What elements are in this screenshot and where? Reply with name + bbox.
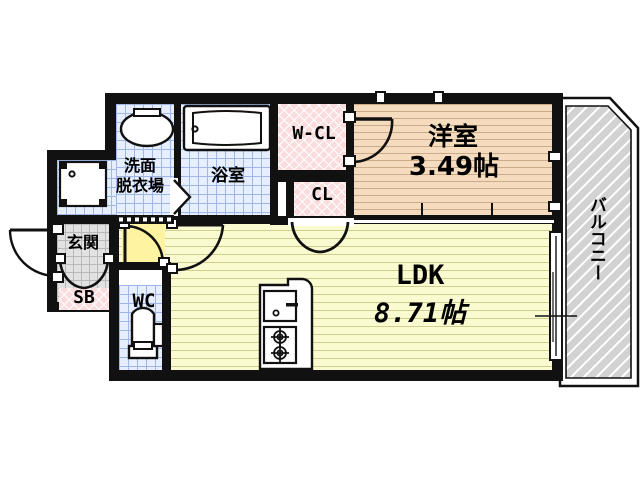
entrance-door[interactable] [2,223,64,288]
wall-west-bath [105,93,116,150]
label-wcl: W-CL [292,123,336,144]
wall-cl-left [286,178,294,224]
wall-wc-east [162,262,171,370]
room-cl [292,180,352,222]
window-ldk-balcony[interactable] [535,231,577,362]
label-yokushitsu: 浴室 [211,166,245,186]
senmen-sliding-door[interactable] [116,214,174,226]
label-senmen-line1: 洗面 [123,156,156,175]
hall-ldk-door[interactable] [166,218,229,274]
window-yoshitsu-east[interactable] [546,151,566,214]
washbasin [119,108,175,148]
label-genkan: 玄関 [66,233,99,252]
room-ldk-hall-strip [170,222,220,370]
label-ldk-area: 8.71帖 [373,298,467,329]
label-ldk: LDK [395,260,445,291]
partition-yoshitsu-ldk-track [352,219,554,224]
wall-yoshitsu-south [352,215,554,219]
wall-wcl-bottom [270,170,354,182]
label-wc: WC [132,290,156,312]
balcony-outline [558,96,640,388]
label-sb: SB [73,287,95,308]
washing-machine-pan [58,160,108,208]
wall-south-main [109,370,563,381]
label-cl: CL [311,184,333,205]
room-ldk [170,222,552,370]
genkan-hall-door[interactable] [54,253,115,292]
wall-bath-senmen [174,104,181,217]
room-yoshitsu [352,104,552,222]
label-senmen-line2: 脱衣場 [115,176,164,195]
label-yoshitsu: 洋室 [427,122,478,151]
bathtub [182,104,272,152]
cl-door[interactable] [288,218,354,258]
label-balcony: バルコニー [585,196,606,281]
partition-panel-marks [421,203,493,216]
toilet [127,306,165,360]
wall-step-east-sb [109,302,119,380]
label-yoshitsu-area: 3.49帖 [408,152,500,182]
wall-wcl-east [346,104,354,178]
wcl-door[interactable] [343,111,396,178]
room-wcl [276,104,352,172]
kitchen-unit [258,277,314,371]
wall-step-north-genkan [47,150,116,160]
room-sb [59,288,109,310]
window-yoshitsu-north[interactable] [375,88,446,108]
bath-door[interactable] [170,178,196,218]
wall-hall-ldk-north [170,215,278,224]
wall-cl-right [346,178,354,224]
wall-wcl-left [270,104,278,224]
wall-wc-north [119,262,171,270]
wall-north-main [105,93,563,104]
